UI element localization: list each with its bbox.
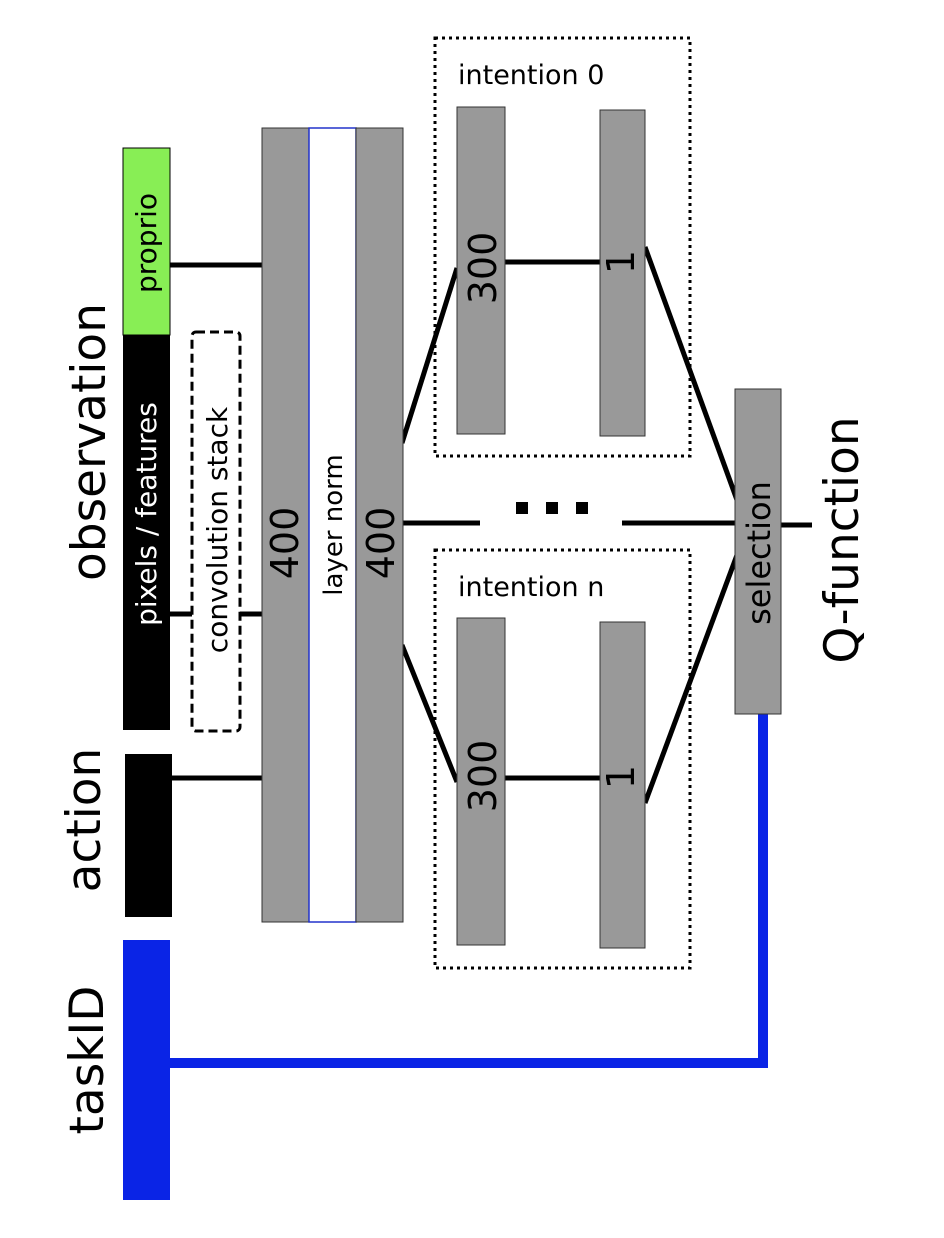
intention0-title: intention 0	[458, 60, 604, 91]
selection-label: selection	[740, 481, 778, 625]
observation-label: observation	[62, 303, 117, 581]
intention0-hidden-layer	[456, 106, 506, 435]
ellipsis-dot	[576, 502, 588, 514]
intention0-output-units-label: 1	[599, 250, 643, 274]
action-label: action	[57, 748, 112, 893]
intention0-hidden-units-label: 300	[461, 232, 505, 305]
intentionn-box	[433, 548, 692, 970]
layer-norm-label: layer norm	[319, 454, 349, 595]
torso-to-intention0-line	[399, 267, 460, 444]
connection-lines	[170, 246, 812, 804]
convolution-stack-label: convolution stack	[201, 406, 234, 653]
ellipsis-dot	[516, 502, 528, 514]
pixels-block	[123, 335, 170, 730]
taskid-to-selection-wire	[170, 714, 768, 1068]
torso-layer-1	[261, 127, 310, 923]
action-block	[125, 754, 172, 917]
intentionn-title: intention n	[458, 572, 604, 603]
proprio-label: proprio	[130, 193, 163, 293]
intentionn-output-units-label: 1	[599, 765, 643, 789]
torso-layer-2	[355, 127, 404, 923]
proprio-block	[122, 147, 171, 336]
intentionn-to-selection-line	[642, 554, 740, 804]
layer-norm-block	[308, 127, 357, 923]
ellipsis-dots	[516, 502, 588, 514]
convolution-stack-box	[190, 330, 242, 733]
intentionn-hidden-units-label: 300	[461, 740, 505, 813]
torso-layer1-units-label: 400	[263, 507, 307, 580]
taskid-label: taskID	[60, 986, 115, 1135]
pixels-features-label: pixels / features	[130, 402, 163, 626]
ellipsis-dot	[546, 502, 558, 514]
torso-to-intentionn-line	[399, 644, 460, 783]
intention0-output-layer	[599, 109, 646, 437]
q-function-label: Q-function	[815, 416, 870, 663]
intention0-box	[433, 36, 692, 458]
selection-block	[734, 388, 782, 715]
intentionn-output-layer	[599, 621, 646, 949]
torso-layer2-units-label: 400	[359, 507, 403, 580]
intentionn-hidden-layer	[456, 617, 506, 946]
taskid-block	[123, 940, 170, 1200]
